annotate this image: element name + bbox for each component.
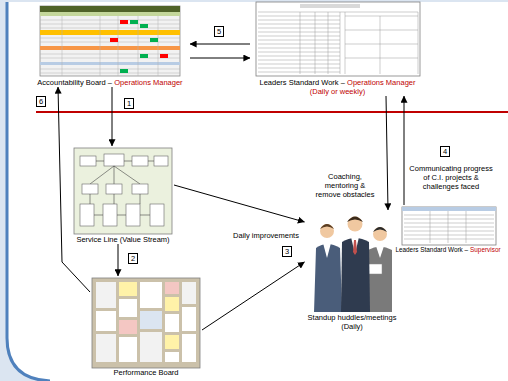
flow-arrow <box>112 87 113 146</box>
caption-text: Accountability Board – <box>37 78 112 87</box>
callout-number: 1 <box>124 98 134 109</box>
callout-number: 6 <box>36 96 46 107</box>
callout-number: 3 <box>282 246 292 257</box>
flow-arrow <box>190 44 250 45</box>
caption-text: Supervisor <box>470 246 501 253</box>
note-text: Coaching, mentoring & remove obstacles <box>312 172 378 199</box>
divider-line <box>36 111 508 113</box>
huddle-people-picture <box>314 217 392 313</box>
picture-node: Service Line (Value Stream) <box>72 146 174 244</box>
picture-node: Performance Board <box>90 276 202 377</box>
caption-text: Standup huddles/meetings <box>308 313 397 322</box>
leader-standard-work-form <box>256 2 420 76</box>
caption-text: Leaders Standard Work – <box>395 246 468 253</box>
caption-text: Service Line (Value Stream) <box>76 235 169 244</box>
flow-arrow <box>404 96 405 205</box>
picture-node: Leaders Standard Work –Operations Manage… <box>250 2 425 96</box>
slide-panel <box>7 2 508 381</box>
callout-number: 4 <box>440 146 450 157</box>
flow-arrow <box>118 244 119 276</box>
flow-arrow <box>202 262 305 330</box>
note-text: Daily improvements <box>230 231 302 240</box>
flow-arrow <box>58 87 90 292</box>
flow-arrow <box>174 185 305 222</box>
caption-text: Leaders Standard Work – <box>260 78 345 87</box>
flow-arrow <box>386 96 388 210</box>
caption-text: Operations Manager <box>347 78 415 87</box>
flow-arrow <box>190 58 250 59</box>
value-stream-map <box>74 148 172 234</box>
callout-number: 2 <box>128 253 138 264</box>
callout-number: 5 <box>214 26 224 37</box>
caption-text: (Daily) <box>341 322 363 331</box>
accountability-board-picture <box>40 6 180 76</box>
picture-node: Leaders Standard Work –Supervisor <box>392 205 504 254</box>
supervisor-form-picture <box>402 207 496 245</box>
caption-text: Performance Board <box>113 368 178 377</box>
note-text: Communicating progress of C.I. projects … <box>408 164 494 191</box>
caption-text: Operations Manager <box>114 78 182 87</box>
picture-node: Accountability Board –Operations Manager <box>30 4 190 87</box>
performance-board-picture <box>92 278 200 368</box>
caption-text: (Daily or weekly) <box>310 87 365 96</box>
picture-node: Standup huddles/meetings(Daily) <box>305 210 400 331</box>
